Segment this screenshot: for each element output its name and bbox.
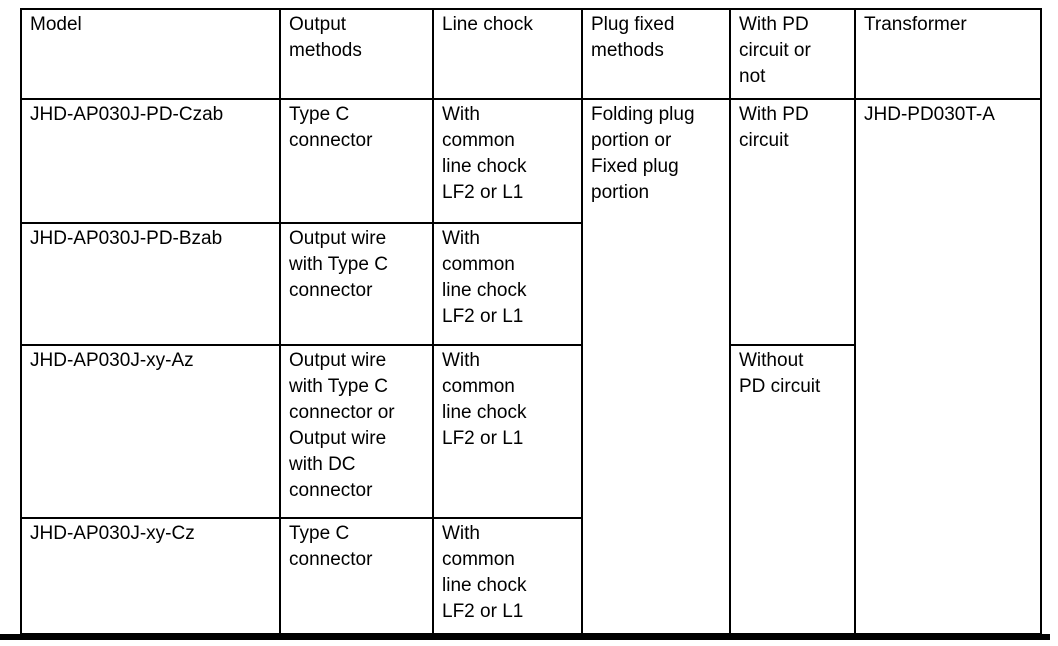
cell-model: JHD-AP030J-PD-Czab	[20, 98, 281, 224]
table-row: JHD-AP030J-PD-Czab Type C connector With…	[20, 98, 1042, 635]
cell-output-method: Type C connector	[279, 98, 434, 224]
cell-model: JHD-AP030J-PD-Bzab	[20, 222, 281, 346]
page-bottom-rule	[0, 634, 1050, 640]
cell-output-method: Type C connector	[279, 517, 434, 635]
cell-output-method: Output wire with Type C connector or Out…	[279, 344, 434, 519]
model-specification-table: Model Output methods Line chock Plug fix…	[20, 8, 1042, 635]
cell-model: JHD-AP030J-xy-Az	[20, 344, 281, 519]
col-header-model: Model	[20, 8, 281, 100]
col-header-pd-circuit: With PD circuit or not	[729, 8, 856, 100]
table-row: JHD-AP030J-xy-Cz Type C connector With c…	[20, 517, 1041, 635]
cell-line-chock: With common line chock LF2 or L1	[432, 222, 583, 346]
cell-model: JHD-AP030J-xy-Cz	[20, 517, 281, 635]
col-header-output-methods: Output methods	[279, 8, 434, 100]
col-header-plug-fixed-methods: Plug fixed methods	[581, 8, 731, 100]
cell-with-pd-circuit: With PD circuit	[729, 98, 856, 346]
table-row: JHD-AP030J-PD-Bzab Output wire with Type…	[20, 222, 1041, 346]
header-row: Model Output methods Line chock Plug fix…	[20, 8, 1042, 100]
cell-line-chock: With common line chock LF2 or L1	[432, 517, 583, 635]
cell-without-pd-circuit: Without PD circuit	[729, 344, 856, 635]
cell-line-chock: With common line chock LF2 or L1	[432, 98, 583, 224]
table-row: JHD-AP030J-xy-Az Output wire with Type C…	[20, 344, 1041, 635]
cell-line-chock: With common line chock LF2 or L1	[432, 344, 583, 519]
cell-transformer-model: JHD-PD030T-A	[854, 98, 1042, 635]
col-header-transformer: Transformer	[854, 8, 1042, 100]
cell-output-method: Output wire with Type C connector	[279, 222, 434, 346]
cell-plug-fixed-method: Folding plug portion or Fixed plug porti…	[581, 98, 731, 635]
col-header-line-chock: Line chock	[432, 8, 583, 100]
